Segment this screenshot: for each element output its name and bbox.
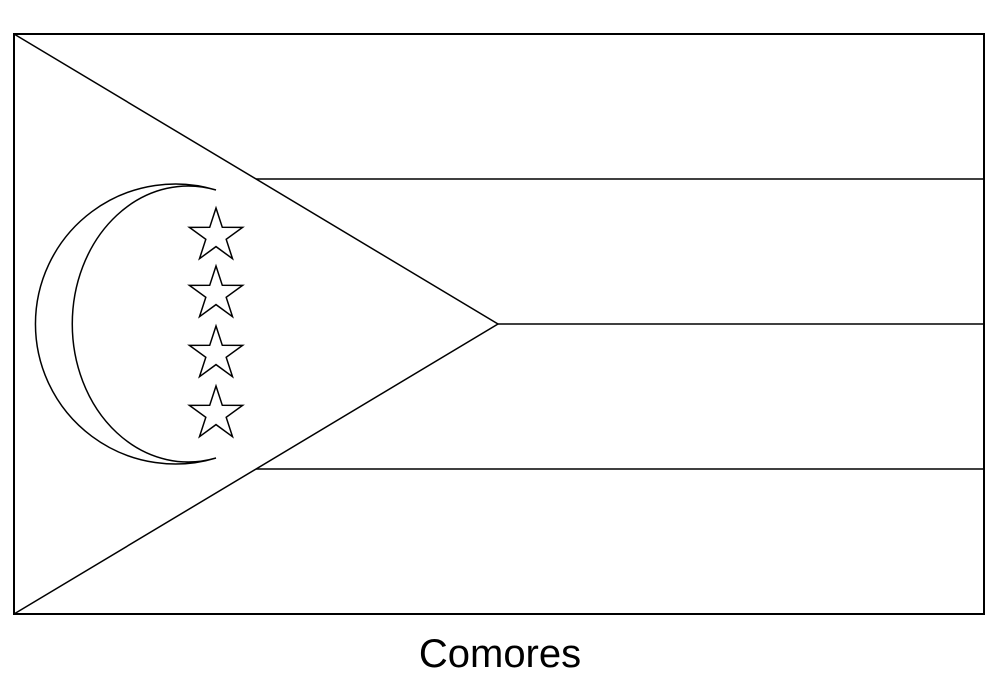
stars-group bbox=[187, 205, 245, 439]
star-icon bbox=[187, 205, 245, 261]
country-name-caption: Comores bbox=[418, 632, 582, 676]
hoist-triangle bbox=[13, 33, 500, 615]
star-icon bbox=[187, 263, 245, 319]
star-icon bbox=[187, 323, 245, 379]
crescent-icon bbox=[34, 183, 217, 465]
star-icon bbox=[187, 383, 245, 439]
